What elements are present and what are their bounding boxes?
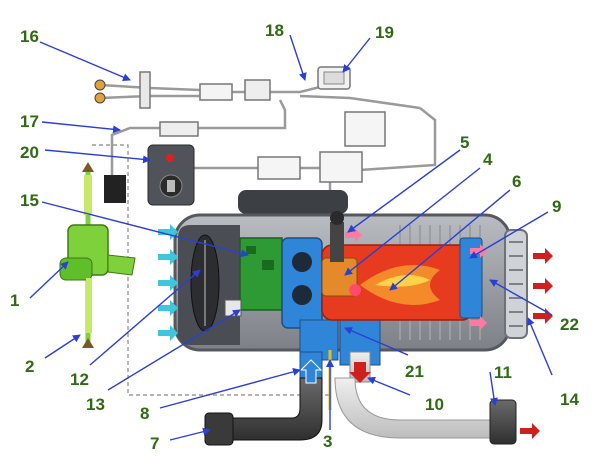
callout-16: 16 bbox=[20, 27, 39, 46]
fuse-holder bbox=[317, 66, 351, 90]
callout-18: 18 bbox=[265, 21, 284, 40]
callout-14: 14 bbox=[560, 390, 579, 409]
callout-13: 13 bbox=[86, 395, 105, 414]
water-flow-arrows bbox=[345, 228, 487, 330]
callout-9: 9 bbox=[552, 197, 561, 216]
water-outlet-pipe bbox=[334, 351, 517, 445]
callout-3: 3 bbox=[323, 432, 332, 451]
connector-plug bbox=[94, 71, 386, 183]
callout-15: 15 bbox=[20, 191, 39, 210]
control-switch bbox=[147, 144, 195, 206]
callout-21: 21 bbox=[405, 362, 424, 381]
leader-lines bbox=[29, 34, 553, 441]
inlet-flow-arrow bbox=[299, 359, 323, 384]
callout-2: 2 bbox=[25, 357, 34, 376]
callout-labels: 1 2 3 4 5 6 7 8 9 10 11 12 13 14 15 16 1… bbox=[10, 21, 579, 453]
callout-22: 22 bbox=[560, 315, 579, 334]
callout-17: 17 bbox=[20, 112, 39, 131]
glow-plug bbox=[321, 211, 361, 297]
callout-11: 11 bbox=[494, 363, 512, 382]
callout-5: 5 bbox=[460, 133, 469, 152]
callout-20: 20 bbox=[20, 143, 39, 162]
blower-fan bbox=[190, 234, 220, 332]
fuel-pump bbox=[59, 162, 136, 348]
hot-air-arrows bbox=[520, 248, 553, 439]
air-intake-arrows bbox=[158, 224, 178, 341]
callout-6: 6 bbox=[512, 172, 521, 191]
outlet-flow-arrow bbox=[349, 362, 371, 383]
callout-12: 12 bbox=[70, 370, 89, 389]
callout-1: 1 bbox=[10, 291, 19, 310]
callout-8: 8 bbox=[140, 404, 149, 423]
callout-19: 19 bbox=[375, 23, 394, 42]
callout-10: 10 bbox=[425, 395, 444, 414]
callout-4: 4 bbox=[483, 150, 493, 169]
callout-7: 7 bbox=[150, 434, 159, 453]
